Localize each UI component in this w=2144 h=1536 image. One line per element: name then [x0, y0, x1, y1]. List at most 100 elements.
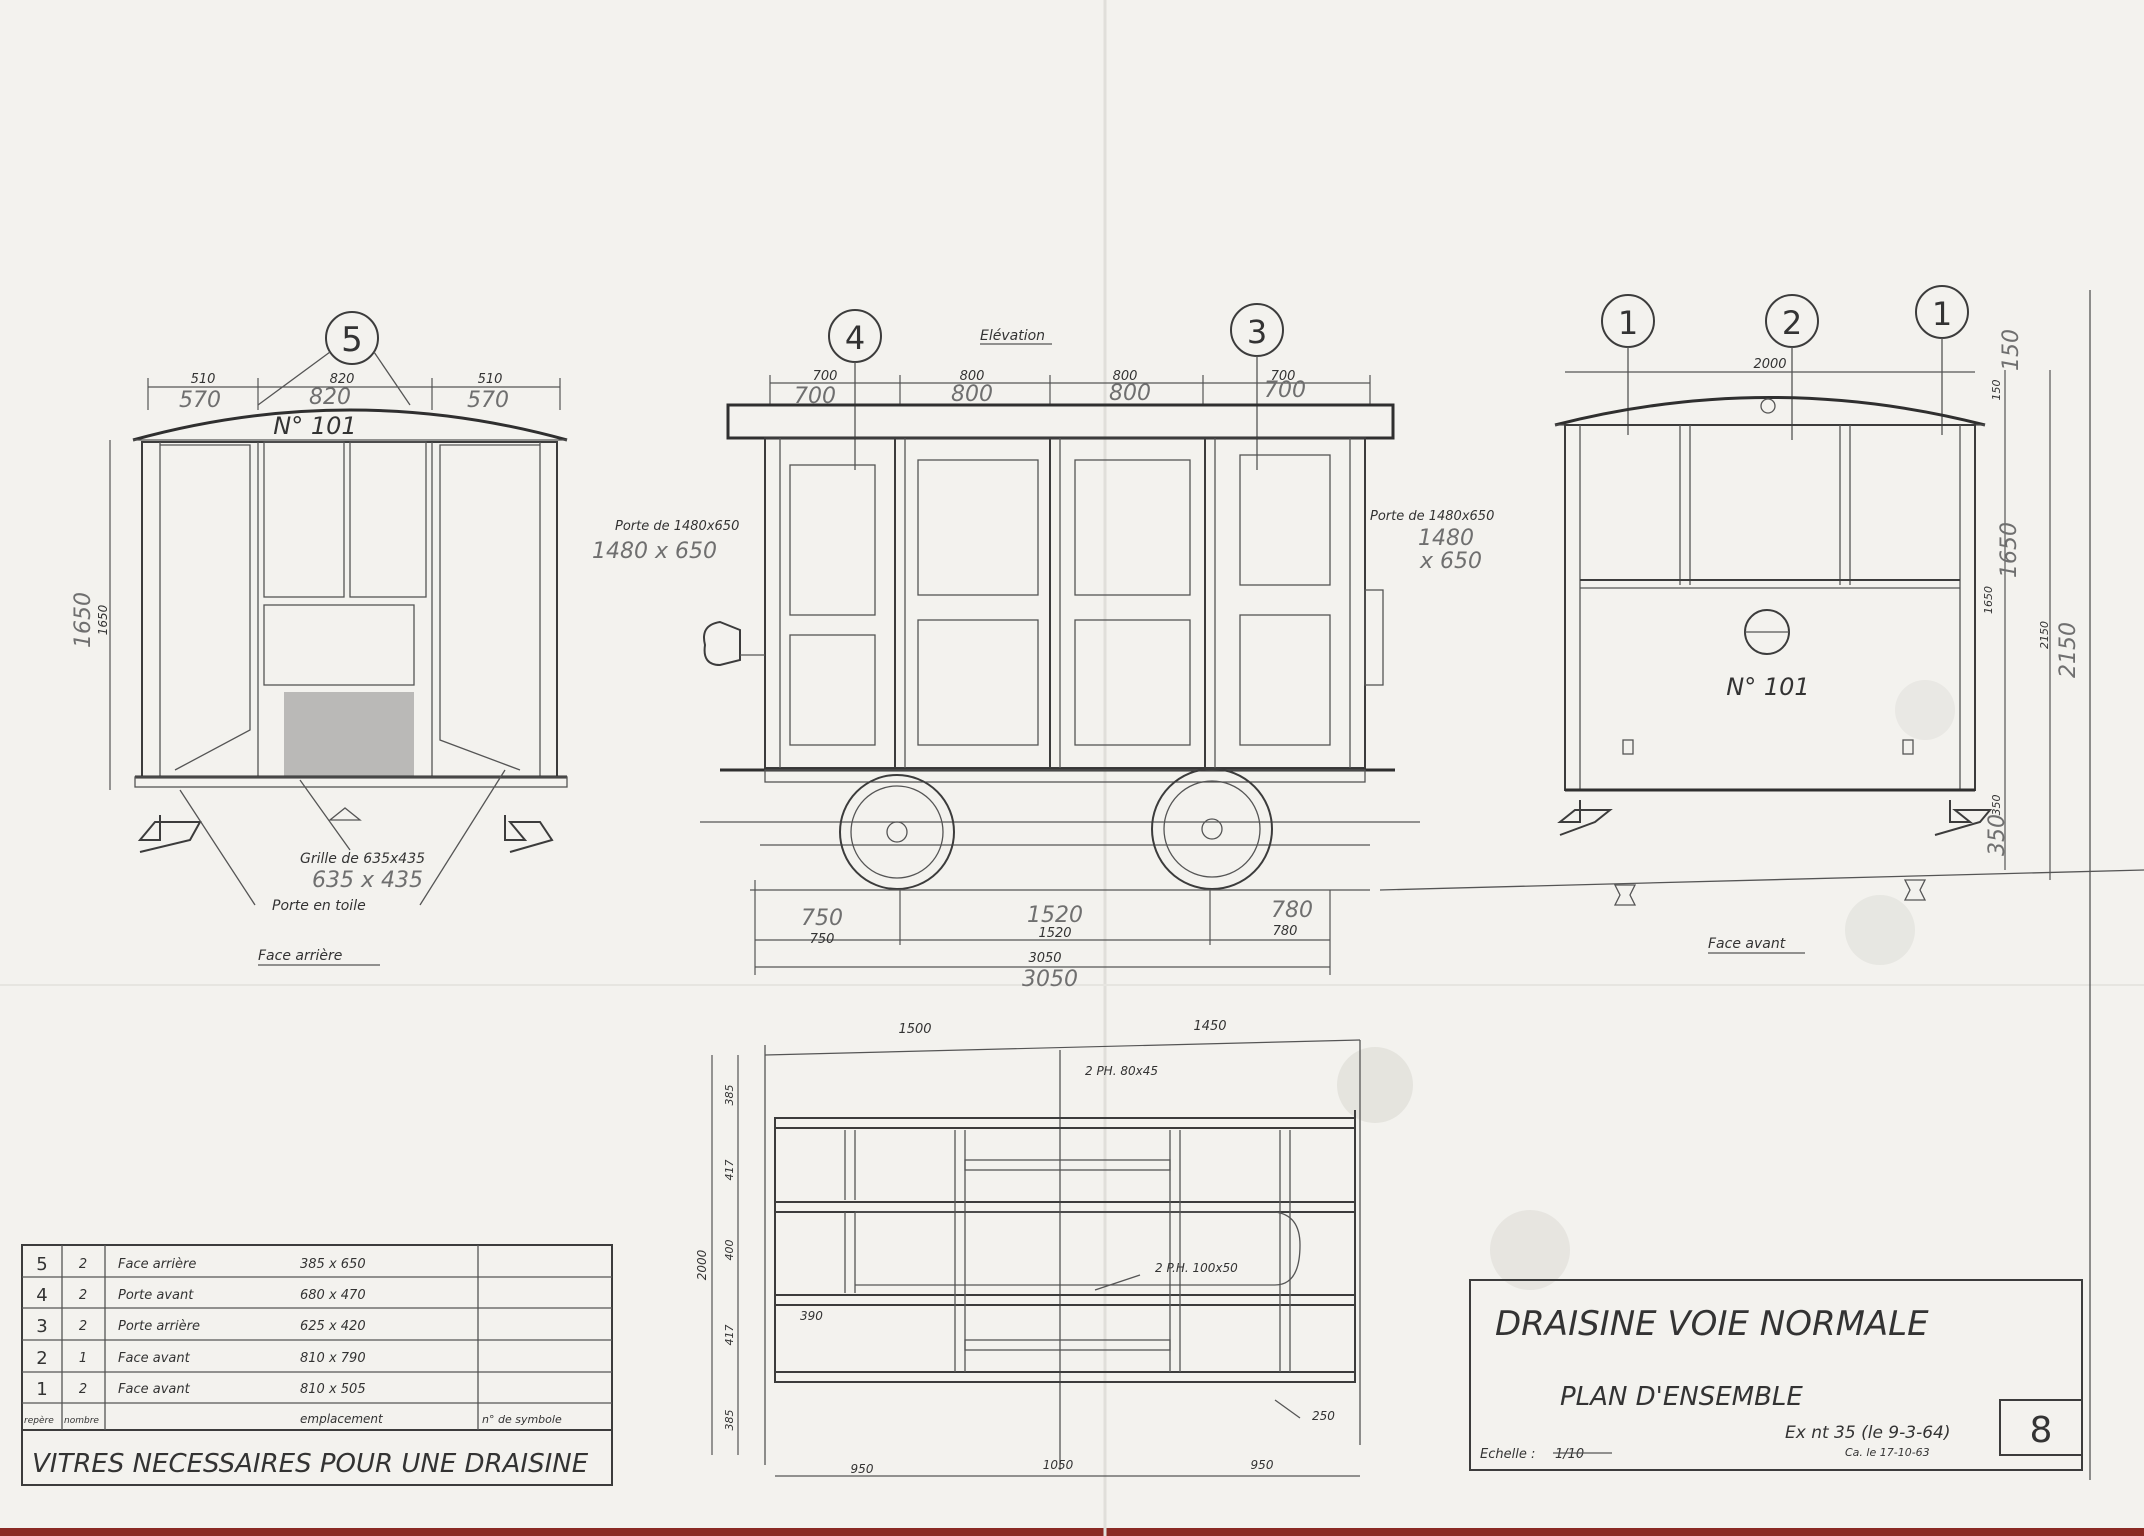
table-row-3-qty: 2	[79, 1319, 87, 1334]
table-header-place: emplacement	[300, 1412, 384, 1426]
elev-dim-ink-2: 800	[960, 369, 985, 384]
plan-note-top: 2 PH. 80x45	[1085, 1064, 1158, 1078]
table-row-4-place: Face avant	[118, 1351, 191, 1366]
elev-dim-ink-1: 700	[813, 369, 838, 384]
rear-door-note: Porte en toile	[272, 898, 366, 914]
elev-dim-pencil-2: 800	[951, 382, 993, 407]
table-row-4-qty: 1	[79, 1351, 87, 1366]
door-right-note-pencil-2: x 650	[1419, 549, 1482, 574]
front-dim-pencil-3: 2150	[2056, 622, 2081, 678]
front-view-title: Face avant	[1708, 936, 1786, 952]
front-dim-pencil-1: 150	[1999, 329, 2024, 371]
elevation-title: Elévation	[980, 328, 1045, 344]
plan-dim-390: 390	[800, 1309, 823, 1323]
rear-grille-ink: Grille de 635x435	[300, 851, 425, 867]
rear-height-pencil: 1650	[71, 592, 96, 648]
plan-top-dim-1: 1500	[898, 1022, 931, 1037]
elev-bottom-pencil-3: 780	[1271, 898, 1313, 923]
elev-bottom-ink-1: 750	[810, 932, 835, 947]
door-left-note-pencil: 1480 x 650	[592, 539, 717, 564]
table-row-3-ref: 3	[36, 1316, 47, 1337]
table-row-1-qty: 2	[79, 1257, 87, 1272]
stain	[1337, 1047, 1413, 1123]
table-row-2-place: Porte avant	[118, 1288, 194, 1303]
title-block: DRAISINE VOIE NORMALE PLAN D'ENSEMBLE Ex…	[1469, 1279, 2083, 1471]
drawing-ref-line: Ex nt 35 (le 9-3-64)	[1785, 1423, 1950, 1443]
elev-dim-pencil-3: 800	[1109, 381, 1151, 406]
table-row-5-size: 810 x 505	[300, 1382, 366, 1397]
front-dim-ink-3: 2150	[2038, 621, 2051, 649]
callout-4: 4	[845, 319, 865, 357]
rear-plate-number: N° 101	[273, 412, 356, 440]
table-header-qty: nombre	[64, 1416, 99, 1426]
callout-5: 5	[341, 320, 363, 360]
table-row-2-size: 680 x 470	[300, 1288, 366, 1303]
elev-bottom-pencil-2: 1520	[1027, 903, 1083, 928]
plan-left-dim-3: 400	[723, 1240, 736, 1261]
rear-dim-pencil-1: 570	[179, 388, 221, 413]
sheet-number: 8	[2030, 1410, 2053, 1451]
rear-view-title: Face arrière	[258, 948, 342, 964]
front-dim-ink-2: 1650	[1982, 586, 1995, 614]
glazing-table: 5 2 Face arrière 385 x 650 4 2 Porte ava…	[21, 1244, 613, 1486]
front-width-ink: 2000	[1753, 357, 1786, 372]
rear-view: 5 510 820 510 570 820 570 N° 101	[71, 311, 568, 966]
door-right-note-pencil-1: 1480	[1418, 526, 1474, 551]
plan-bottom-dim-3: 950	[1251, 1458, 1274, 1472]
table-row-3-size: 625 x 420	[300, 1319, 366, 1334]
side-elevation: Elévation 4 3 700 800 800 700 700 800 80…	[592, 303, 1494, 992]
callout-3: 3	[1247, 313, 1267, 351]
elev-bottom-ink-2: 1520	[1038, 926, 1071, 941]
table-row-5-qty: 2	[79, 1382, 87, 1397]
table-row-2-ref: 4	[36, 1285, 47, 1306]
grille	[284, 692, 414, 777]
table-row-4-size: 810 x 790	[300, 1351, 366, 1366]
plan-top-dim-2: 1450	[1193, 1019, 1226, 1034]
front-dim-pencil-2: 1650	[1997, 522, 2022, 578]
plan-bottom-dim-2: 1050	[1043, 1458, 1074, 1472]
drawing-title: DRAISINE VOIE NORMALE	[1495, 1304, 1929, 1344]
table-row-4-ref: 2	[36, 1348, 47, 1369]
front-dim-pencil-4: 350	[1985, 814, 2010, 856]
plan-left-dim-4: 417	[723, 1325, 736, 1346]
table-header-symbol: n° de symbole	[482, 1413, 562, 1426]
rear-dim-pencil-2: 820	[309, 385, 351, 410]
plan-left-dim-1: 385	[723, 1085, 736, 1106]
elev-dim-ink-4: 700	[1271, 369, 1296, 384]
plan-left-dim-2: 417	[723, 1160, 736, 1181]
drawing-subtitle: PLAN D'ENSEMBLE	[1560, 1382, 1803, 1412]
background-table-edge	[0, 1528, 2144, 1536]
front-dim-ink-1: 150	[1990, 380, 2003, 401]
table-row-2-qty: 2	[79, 1288, 87, 1303]
drawing-date-line: Ca. le 17-10-63	[1845, 1446, 1930, 1459]
front-plate-number: N° 101	[1726, 673, 1809, 701]
rear-dim-ink-3: 510	[478, 372, 503, 387]
table-footer: VITRES NECESSAIRES POUR UNE DRAISINE	[32, 1449, 589, 1479]
plan-bottom-dim-1: 950	[851, 1462, 874, 1476]
plan-left-dim-5: 385	[723, 1410, 736, 1431]
rear-height-ink: 1650	[96, 604, 110, 635]
rear-dim-ink-1: 510	[191, 372, 216, 387]
table-row-1-size: 385 x 650	[300, 1257, 366, 1272]
elev-dim-pencil-4: 700	[1264, 378, 1306, 403]
scale-label: Echelle :	[1480, 1447, 1535, 1462]
table-row-3-place: Porte arrière	[118, 1319, 200, 1334]
plan-dim-250: 250	[1312, 1409, 1335, 1423]
elev-bottom-ink-3: 780	[1273, 924, 1298, 939]
callout-1a: 1	[1618, 304, 1638, 342]
front-view: 1 2 1 2000 N° 101 150	[1379, 285, 2144, 954]
plan-left-total: 2000	[695, 1249, 709, 1280]
callout-1b: 1	[1932, 295, 1952, 333]
table-header-ref: repère	[24, 1415, 54, 1426]
table-row-5-place: Face avant	[118, 1382, 191, 1397]
rear-grille-pencil: 635 x 435	[312, 868, 423, 893]
table-row-1-place: Face arrière	[118, 1257, 196, 1272]
table-row-1-ref: 5	[36, 1254, 47, 1275]
door-left-note-ink: Porte de 1480x650	[615, 519, 739, 534]
rear-dim-ink-2: 820	[330, 372, 355, 387]
table-row-5-ref: 1	[36, 1379, 47, 1400]
elev-bottom-pencil-1: 750	[801, 906, 843, 931]
scale-value: 1/10	[1555, 1447, 1584, 1462]
door-right-note-ink: Porte de 1480x650	[1370, 509, 1494, 524]
